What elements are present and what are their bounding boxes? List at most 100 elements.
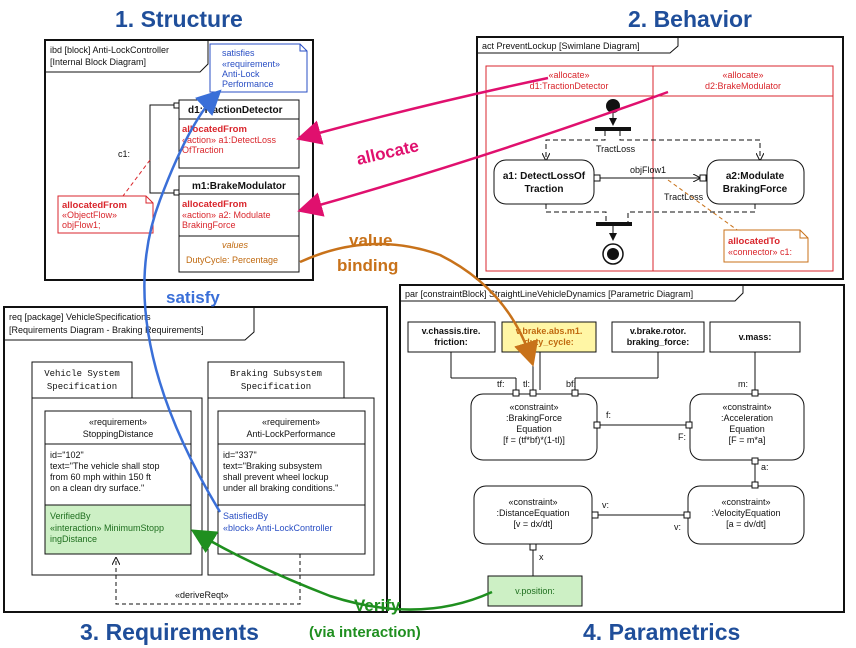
via-interaction-label: (via interaction) [309,624,421,641]
value-label: value [349,231,392,250]
satisfies-label: satisfies [222,48,255,58]
note-allocated-from: allocatedFrom [62,200,127,211]
req1-id: id="102" [50,450,84,460]
m1-allocated-from: allocatedFrom [182,199,247,210]
d1-action-line1: «action» a1:DetectLoss [182,135,277,145]
binding-label: binding [337,256,398,275]
allocate-arrow-m1 [297,90,669,217]
requirements-diagram: req [package] VehicleSpecifications [Req… [3,306,388,613]
port-a-top: a: [761,462,769,472]
pkg-braking-line2: Specification [241,382,311,392]
req2-satisfied-by: SatisfiedBy [223,511,269,521]
prop-mass: v.mass: [739,332,772,342]
action-a1-line1: a1: DetectLossOf [503,171,586,182]
port-m: m: [738,379,748,389]
d1-allocated-from: allocatedFrom [182,124,247,135]
c4-equation: [a = dv/dt] [726,519,766,529]
port-tl: tl: [523,379,530,389]
prop-tire-friction-l2: friction: [434,337,468,347]
req1-name: StoppingDistance [83,429,154,439]
section-title-requirements: 3. Requirements [80,619,259,645]
connector-c1-label: c1: [118,149,130,159]
req1-verified-by: VerifiedBy [50,511,91,521]
part-d1-title: d1:TractionDetector [188,105,283,116]
c1-name1: :BrakingForce [506,413,562,423]
part-m1-title: m1:BrakeModulator [192,181,286,192]
satisfies-name1: Anti-Lock [222,69,260,79]
c4-name1: :VelocityEquation [711,508,780,518]
action-a1 [493,159,595,205]
section-title-structure: 1. Structure [115,6,243,32]
action-a2-line1: a2:Modulate [726,171,785,182]
req1-text1: text="The vehicle shall stop [50,461,160,471]
port-v-right: v: [674,522,681,532]
port-v-left: v: [602,500,609,510]
value-binding-arrow [299,242,539,367]
pkg-vehicle-line1: Vehicle System [44,369,120,379]
duty-cycle-value: DutyCycle: Percentage [186,255,278,265]
c3-equation: [v = dx/dt] [513,519,552,529]
c1-name2: Equation [516,424,552,434]
note-objflow1: objFlow1; [62,220,101,230]
req1-text2: from 60 mph within 150 ft [50,472,152,482]
fork-bar [595,127,631,131]
c2-equation: [F = m*a] [729,435,766,445]
satisfies-name2: Performance [222,79,274,89]
par-header: par [constraintBlock] StraightLineVehicl… [405,289,693,299]
ibd-header: ibd [block] Anti-LockController [50,45,169,55]
tractloss-mid: TractLoss [664,192,704,202]
action-a1-line2: Traction [525,184,564,195]
derive-reqt-label: «deriveReqt» [175,590,229,600]
section-title-behavior: 2. Behavior [628,6,752,32]
req1-interaction1: «interaction» MinimumStopp [50,523,164,533]
allocate-arrow-d1 [296,76,549,145]
pkg-vehicle-line2: Specification [47,382,117,392]
parametric-diagram: par [constraintBlock] StraightLineVehicl… [399,284,845,613]
req1-stereo: «requirement» [89,417,147,427]
prop-position: v.position: [515,586,555,596]
section-title-parametrics: 4. Parametrics [583,619,740,645]
act-header: act PreventLockup [Swimlane Diagram] [482,41,640,51]
prop-braking-force-l2: braking_force: [627,337,690,347]
c2-name2: Equation [729,424,765,434]
action-a2-line2: BrakingForce [723,184,788,195]
port-bf: bf: [566,379,576,389]
req2-name: Anti-LockPerformance [246,429,335,439]
activity-diagram: act PreventLockup [Swimlane Diagram] «al… [476,36,844,280]
satisfy-label: satisfy [166,288,220,307]
req2-stereo: «requirement» [262,417,320,427]
c1-equation: [f = (tf*bf)*(1-tl)] [503,435,565,445]
port-tf: tf: [497,379,505,389]
action-a2 [706,159,805,205]
m1-action-line2: BrakingForce [182,220,236,230]
objflow1-label: objFlow1 [630,165,666,175]
c2-name1: :Acceleration [721,413,773,423]
pkg-braking-line1: Braking Subsystem [230,369,322,379]
verify-label: Verify [354,596,401,615]
satisfies-stereo: «requirement» [222,59,280,69]
req2-id: id="337" [223,450,257,460]
lane2-stereo: «allocate» [722,70,763,80]
allocate-label: allocate [355,136,421,169]
prop-duty-cycle-l1: v.brake.abs.m1. [516,326,583,336]
req1-text3: on a clean dry surface." [50,483,144,493]
lane1-stereo: «allocate» [548,70,589,80]
c2-stereo: «constraint» [722,402,771,412]
req2-text2: shall prevent wheel lockup [223,472,329,482]
note-objectflow: «ObjectFlow» [62,210,117,220]
c3-name1: :DistanceEquation [496,508,569,518]
lane1-name: d1:TractionDetector [530,81,609,91]
ibd-diagram: ibd [block] Anti-LockController [Interna… [44,39,314,281]
join-bar [596,222,632,226]
verify-arrow [190,529,493,611]
req1-interaction2: ingDistance [50,534,97,544]
c3-stereo: «constraint» [508,497,557,507]
req2-text1: text="Braking subsystem [223,461,322,471]
m1-action-line1: «action» a2: Modulate [182,210,271,220]
d1-action-line2: OfTraction [182,145,224,155]
req2-block: «block» Anti-LockController [223,523,333,533]
tractloss-top: TractLoss [596,144,636,154]
lane2-name: d2:BrakeModulator [705,81,781,91]
port-F: F: [678,432,686,442]
prop-duty-cycle-l2: duty_cycle: [524,337,574,347]
